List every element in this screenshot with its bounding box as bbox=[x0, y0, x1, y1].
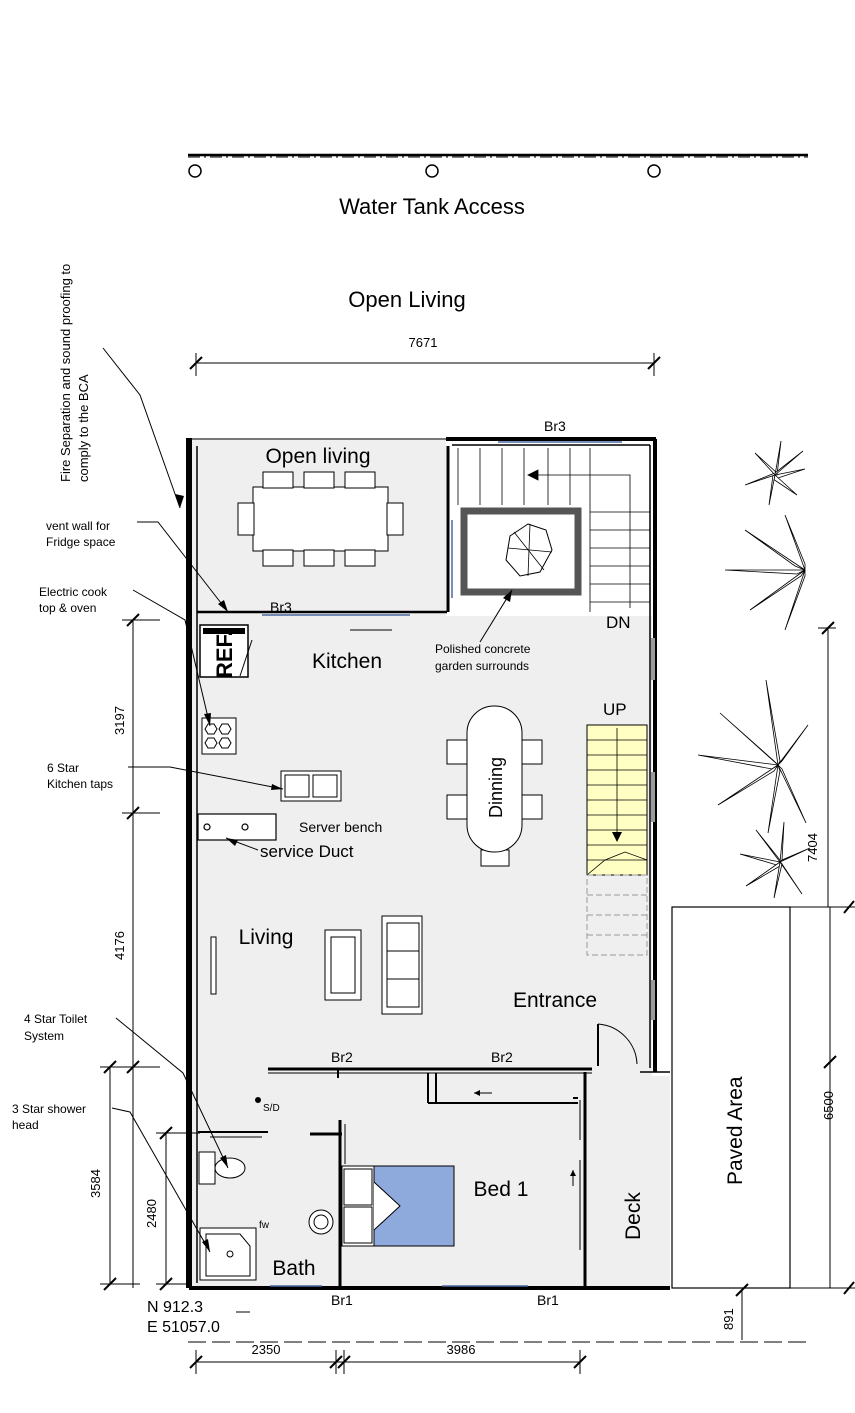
stairs-dn-label: DN bbox=[606, 613, 631, 632]
dim-3986-label: 3986 bbox=[447, 1342, 476, 1357]
tank-marker bbox=[425, 164, 439, 178]
coord-north: N 912.3 bbox=[147, 1299, 203, 1316]
dim-3197-label: 3197 bbox=[112, 706, 127, 735]
dim-7671-label: 7671 bbox=[409, 335, 438, 350]
br2-left-label: Br2 bbox=[331, 1049, 353, 1065]
dim-7404-label: 7404 bbox=[805, 833, 820, 862]
plant-icon bbox=[739, 821, 811, 899]
shower bbox=[199, 1227, 257, 1281]
tank-marker bbox=[188, 164, 202, 178]
fire-note-line2: comply to the BCA bbox=[76, 374, 91, 482]
server-bench bbox=[197, 813, 277, 841]
top-boundary bbox=[188, 153, 808, 178]
br3-mid-label: Br3 bbox=[270, 599, 292, 615]
bed bbox=[341, 1165, 455, 1247]
room-paved-area: Paved Area bbox=[724, 1076, 747, 1185]
stairs-up bbox=[586, 724, 648, 956]
dining-table bbox=[446, 705, 543, 867]
dim-2350-label: 2350 bbox=[252, 1342, 281, 1357]
vent-note-line1: vent wall for bbox=[46, 519, 110, 533]
walls bbox=[186, 437, 670, 1290]
stairs-down bbox=[457, 448, 650, 612]
plant-icon bbox=[697, 679, 809, 834]
shower-note-line1: 3 Star shower bbox=[12, 1102, 86, 1116]
fridge bbox=[199, 624, 253, 678]
room-open-living: Open living bbox=[265, 445, 370, 468]
room-dinning: Dinning bbox=[486, 757, 506, 818]
toilet-note-line1: 4 Star Toilet bbox=[24, 1012, 88, 1026]
br1-left-label: Br1 bbox=[331, 1292, 353, 1308]
tank-marker bbox=[647, 164, 661, 178]
service-duct-label: service Duct bbox=[260, 842, 354, 861]
water-tank-access-label: Water Tank Access bbox=[339, 194, 525, 219]
plant-icon bbox=[724, 514, 806, 631]
cook-note-line1: Electric cook bbox=[39, 585, 108, 599]
stairs-up-label: UP bbox=[603, 700, 627, 719]
vent-note-line2: Fridge space bbox=[46, 535, 116, 549]
cook-note-line2: top & oven bbox=[39, 601, 96, 615]
smoke-detector-icon bbox=[255, 1097, 261, 1103]
shower-note-line2: head bbox=[12, 1118, 39, 1132]
windows bbox=[262, 441, 622, 1287]
left-dimension-lines bbox=[100, 613, 200, 1291]
open-living-heading: Open Living bbox=[348, 287, 465, 312]
cooktop bbox=[201, 717, 237, 755]
garden-planter bbox=[460, 507, 582, 596]
room-bed1: Bed 1 bbox=[474, 1178, 529, 1201]
coffee-table bbox=[324, 929, 362, 1001]
br2-right-label: Br2 bbox=[491, 1049, 513, 1065]
dim-891-label: 891 bbox=[721, 1308, 736, 1330]
right-dimension-lines bbox=[735, 621, 855, 1340]
dim-3584-label: 3584 bbox=[88, 1169, 103, 1198]
fridge-label: REF. bbox=[212, 630, 237, 678]
bottom-dimension-lines bbox=[189, 1350, 587, 1374]
toilet bbox=[198, 1151, 246, 1185]
garden-note-line1: Polished concrete bbox=[435, 642, 531, 656]
entrance-door bbox=[597, 1023, 638, 1066]
sofa bbox=[381, 915, 423, 1015]
sd-label: S/D bbox=[263, 1103, 280, 1114]
br3-top-label: Br3 bbox=[544, 418, 566, 434]
fire-note-line1: Fire Separation and sound proofing to bbox=[58, 264, 73, 482]
taps-note-line1: 6 Star bbox=[47, 761, 79, 775]
fw-label: fw bbox=[259, 1220, 270, 1231]
coord-east: E 51057.0 bbox=[147, 1319, 220, 1336]
plant-icon bbox=[744, 440, 806, 506]
room-bath: Bath bbox=[272, 1257, 315, 1280]
open-living-table bbox=[237, 471, 404, 567]
room-deck: Deck bbox=[622, 1192, 645, 1240]
wall-marks bbox=[651, 638, 655, 1020]
living-wall-panel bbox=[210, 936, 217, 995]
kitchen-sink bbox=[280, 770, 342, 802]
fire-note-leader bbox=[102, 347, 181, 509]
dim-2480-label: 2480 bbox=[144, 1199, 159, 1228]
dimension-7671 bbox=[189, 353, 661, 376]
dim-6500-label: 6500 bbox=[821, 1091, 836, 1120]
garden-note-line2: garden surrounds bbox=[435, 659, 529, 673]
room-kitchen: Kitchen bbox=[312, 650, 382, 673]
taps-note-line2: Kitchen taps bbox=[47, 777, 113, 791]
basin bbox=[308, 1209, 334, 1235]
dim-4176-label: 4176 bbox=[112, 931, 127, 960]
toilet-note-line2: System bbox=[24, 1029, 64, 1043]
br1-right-label: Br1 bbox=[537, 1292, 559, 1308]
server-bench-label: Server bench bbox=[299, 819, 382, 835]
room-living: Living bbox=[239, 926, 294, 949]
room-entrance: Entrance bbox=[513, 989, 597, 1012]
